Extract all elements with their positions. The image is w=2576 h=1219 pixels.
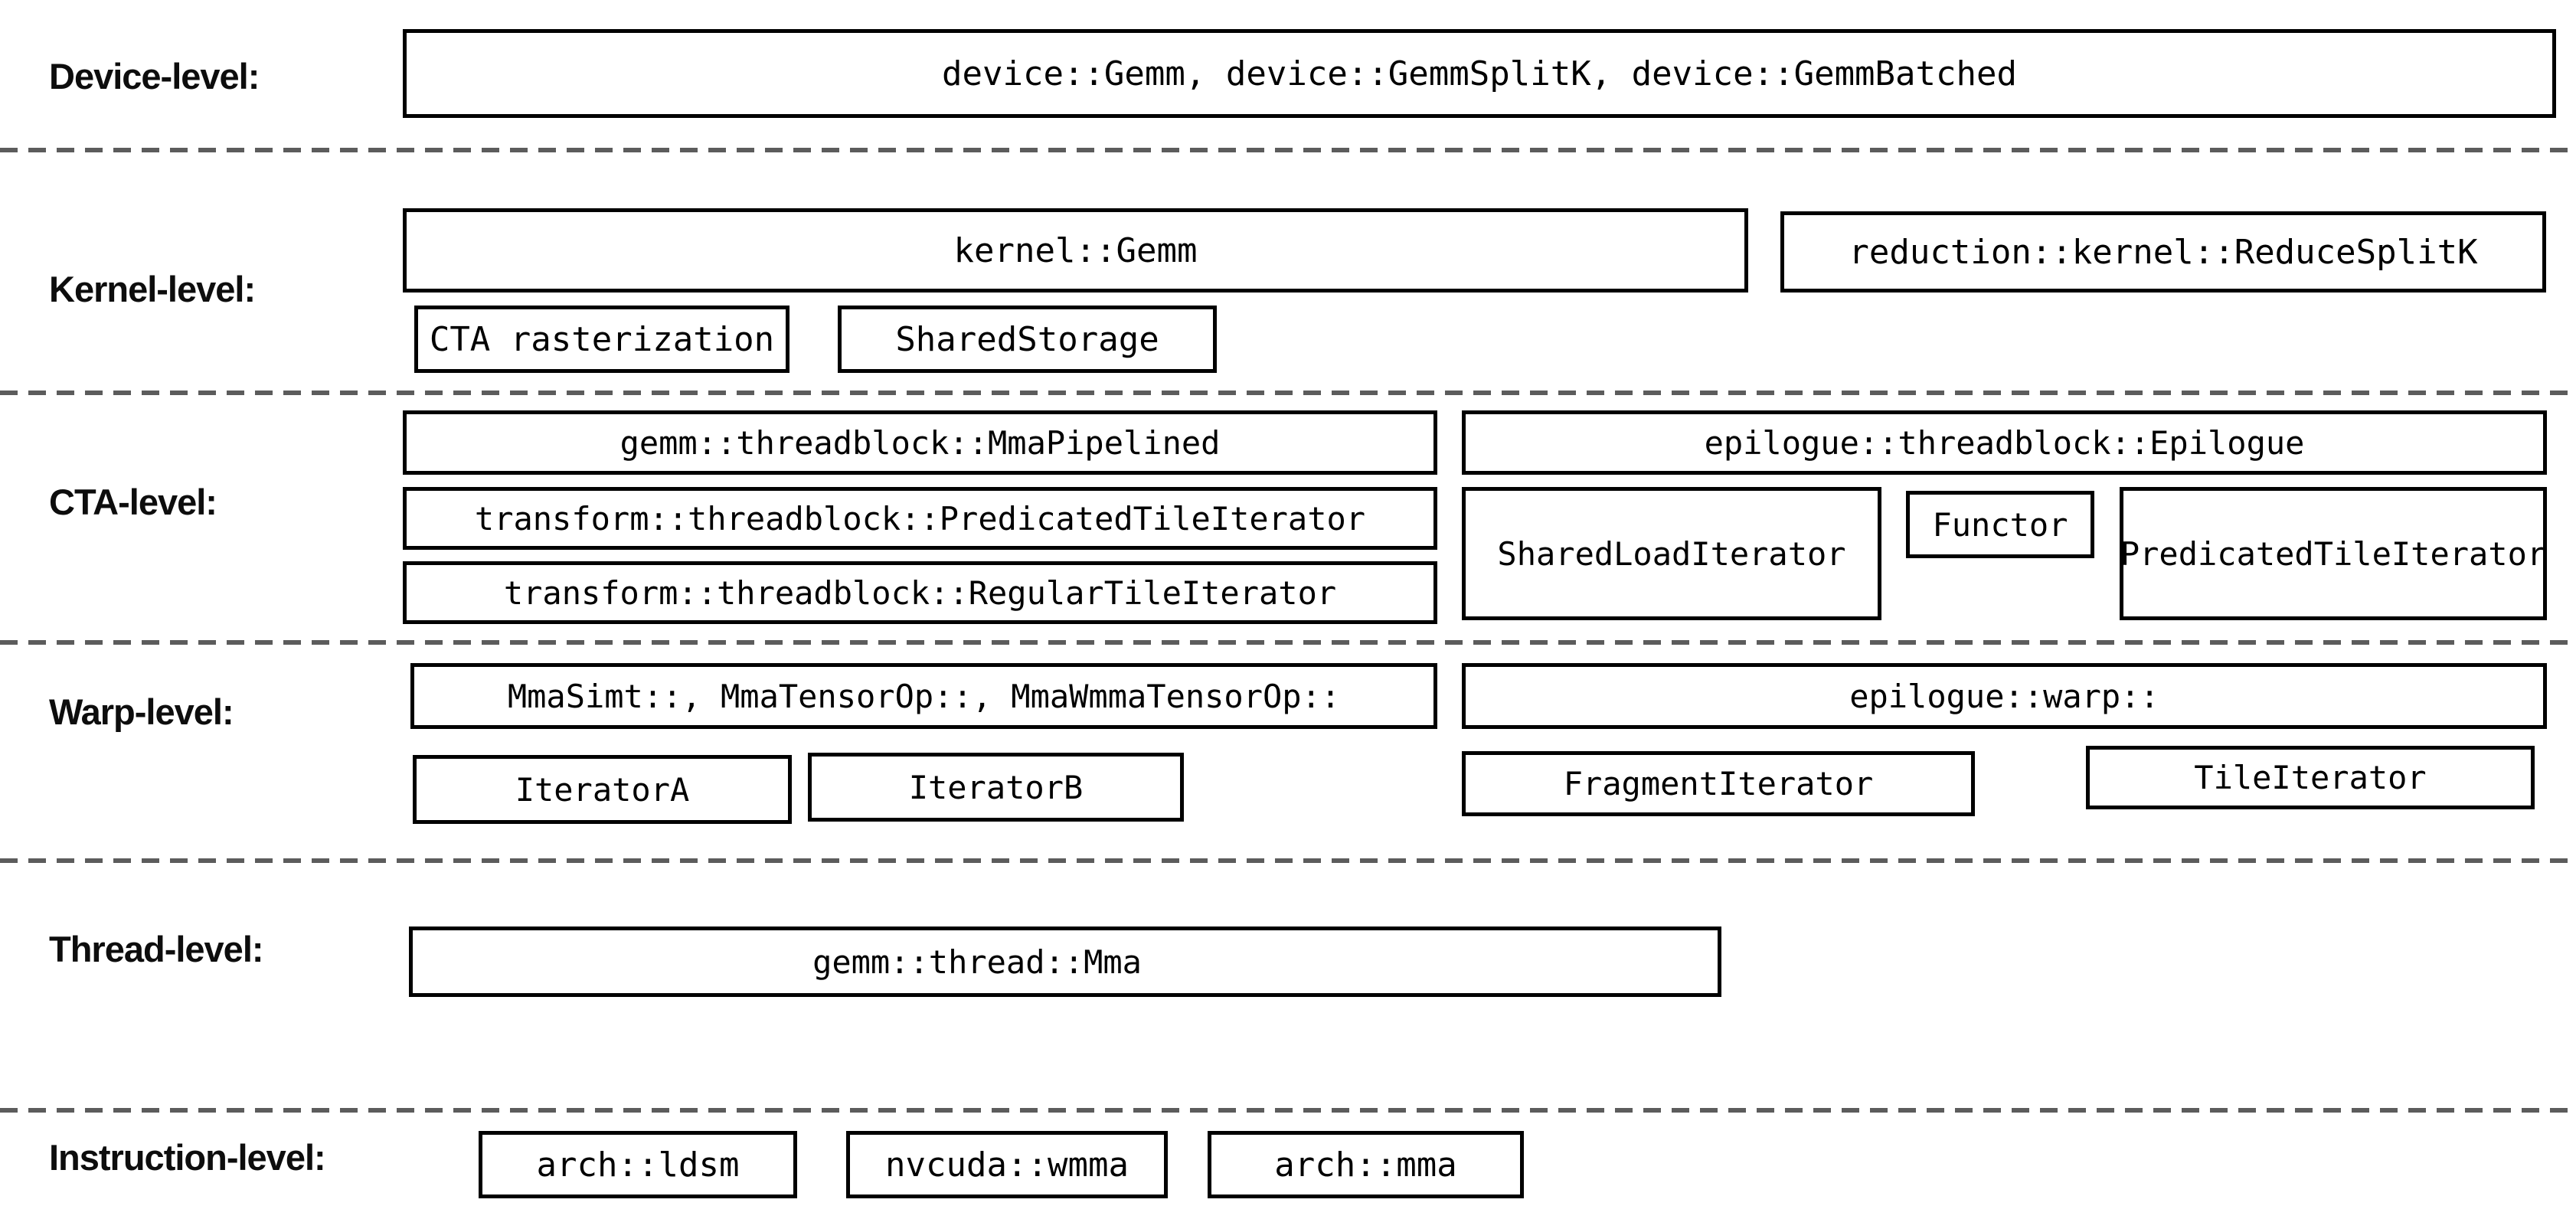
box-cta-rasterization: CTA rasterization — [414, 306, 789, 373]
row-label-instruction: Instruction-level: — [49, 1137, 326, 1178]
box-mma-pipelined: gemm::threadblock::MmaPipelined — [403, 410, 1437, 475]
row-separator — [0, 858, 2576, 863]
box-arch-ldsm: arch::ldsm — [479, 1131, 797, 1198]
box-shared-storage: SharedStorage — [838, 306, 1217, 373]
row-separator — [0, 1108, 2576, 1113]
box-arch-mma: arch::mma — [1208, 1131, 1524, 1198]
box-thread-mma: gemm::thread::Mma — [409, 927, 1721, 997]
box-reduce-splitk: reduction::kernel::ReduceSplitK — [1780, 211, 2546, 292]
box-epilogue-warp: epilogue::warp:: — [1462, 663, 2547, 729]
row-label-kernel: Kernel-level: — [49, 269, 256, 309]
row-label-cta: CTA-level: — [49, 482, 217, 522]
box-iterator-a: IteratorA — [413, 755, 792, 824]
box-kernel-gemm: kernel::Gemm — [403, 208, 1748, 292]
box-predicated-tile-iterator-epilogue: PredicatedTileIterator — [2120, 487, 2547, 620]
box-predicated-tile-iterator-transform: transform::threadblock::PredicatedTileIt… — [403, 487, 1437, 550]
row-label-warp: Warp-level: — [49, 691, 234, 732]
row-label-thread: Thread-level: — [49, 929, 264, 969]
box-tile-iterator: TileIterator — [2086, 746, 2535, 809]
box-nvcuda-wmma: nvcuda::wmma — [846, 1131, 1168, 1198]
box-warp-mma: MmaSimt::, MmaTensorOp::, MmaWmmaTensorO… — [410, 663, 1437, 729]
row-separator — [0, 148, 2576, 152]
box-device-gemm: device::Gemm, device::GemmSplitK, device… — [403, 29, 2556, 118]
row-label-device: Device-level: — [49, 56, 260, 96]
box-shared-load-iterator: SharedLoadIterator — [1462, 487, 1881, 620]
box-regular-tile-iterator: transform::threadblock::RegularTileItera… — [403, 561, 1437, 624]
box-functor: Functor — [1906, 491, 2094, 558]
row-separator — [0, 640, 2576, 645]
box-iterator-b: IteratorB — [808, 753, 1184, 822]
box-epilogue-threadblock: epilogue::threadblock::Epilogue — [1462, 410, 2547, 475]
row-separator — [0, 391, 2576, 395]
box-fragment-iterator: FragmentIterator — [1462, 751, 1975, 816]
